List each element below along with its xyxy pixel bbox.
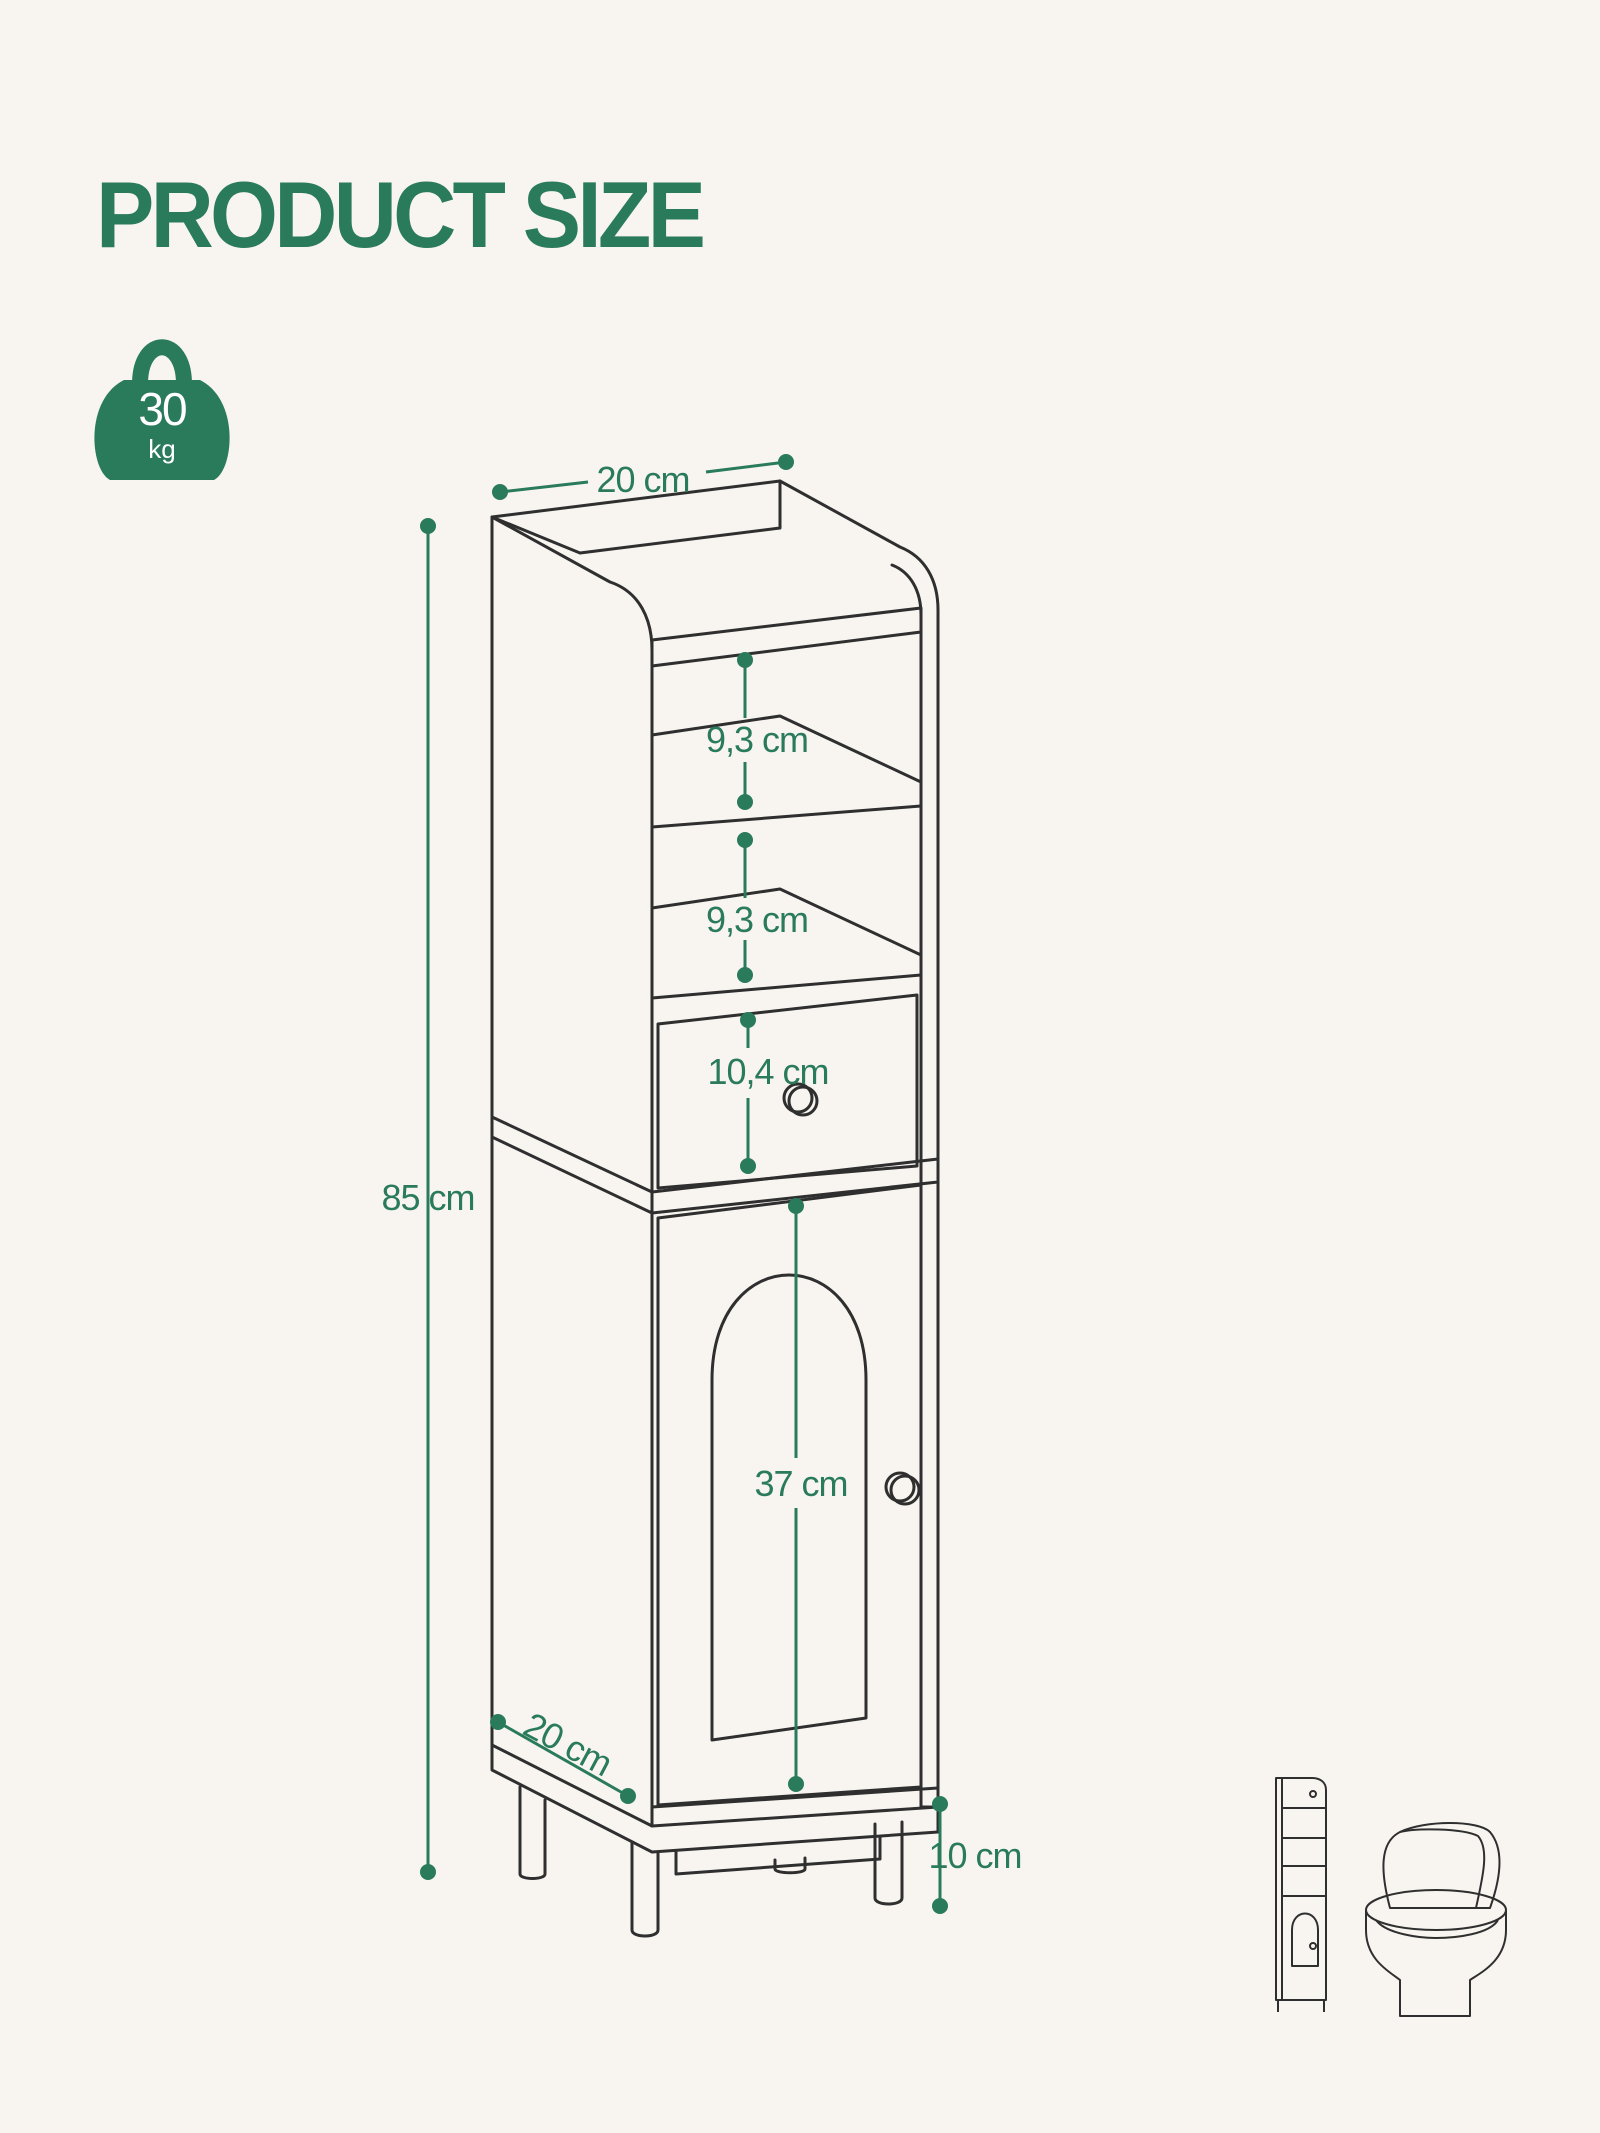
weight-badge: 30 kg [94, 339, 230, 480]
toilet-icon [1365, 1822, 1507, 2017]
weight-value: 30 [138, 383, 186, 435]
top-width-label: 20 cm [596, 459, 689, 500]
shelf-2-height-label: 9,3 cm [706, 899, 808, 940]
kettlebell-icon [94, 339, 230, 480]
depth-label: 20 cm [517, 1704, 618, 1784]
shelf-1-height-label: 9,3 cm [706, 719, 808, 760]
total-height-label: 85 cm [381, 1177, 474, 1218]
dimension-lines [420, 454, 948, 1914]
weight-unit: kg [148, 434, 175, 464]
leg-height-label: 10 cm [928, 1835, 1021, 1876]
cabinet-height-label: 37 cm [754, 1463, 847, 1504]
page-title: PRODUCT SIZE [96, 162, 706, 267]
small-cabinet-icon [1275, 1777, 1327, 2012]
scale-reference [1275, 1777, 1507, 2017]
cabinet-icon [490, 479, 940, 1938]
drawer-height-label: 10,4 cm [707, 1051, 828, 1092]
